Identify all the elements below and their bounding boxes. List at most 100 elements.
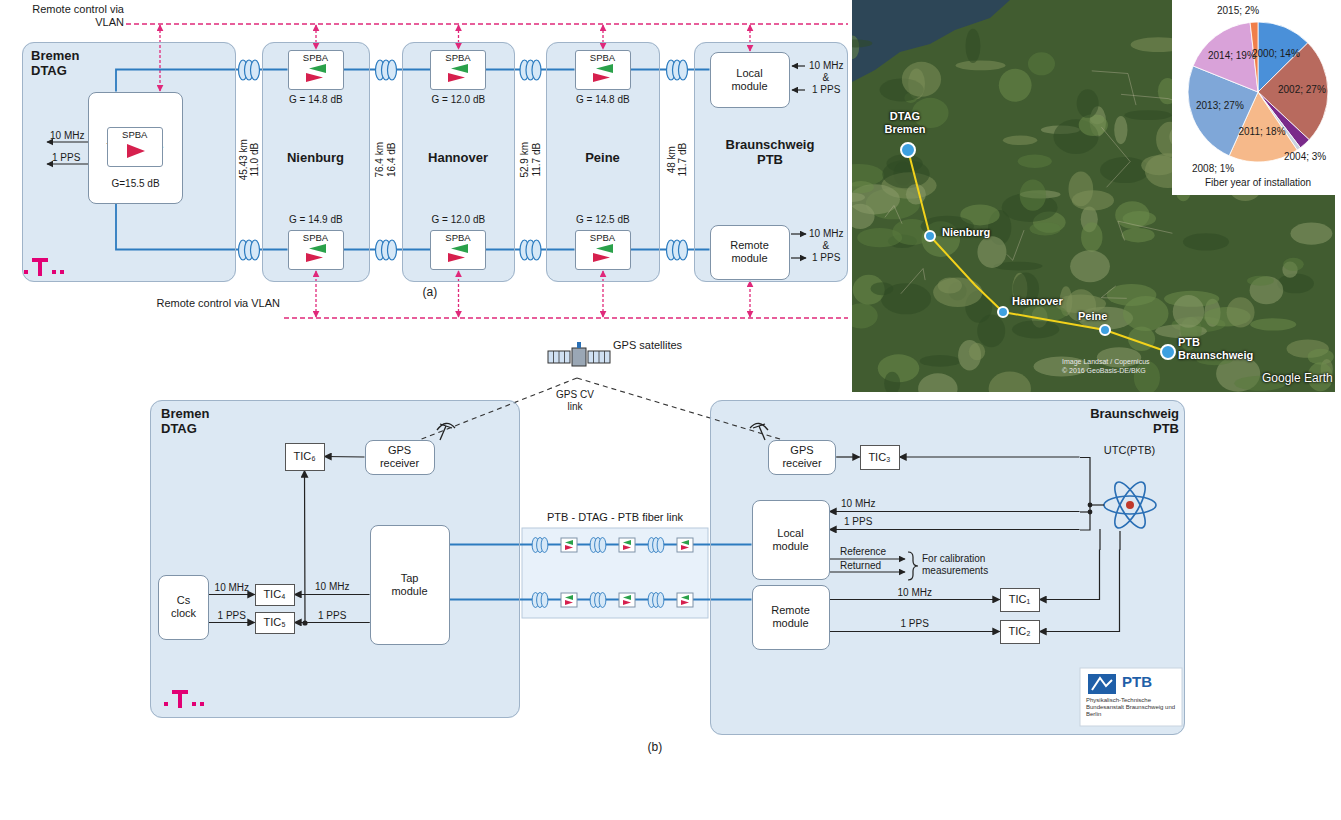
module-box: Remote module: [710, 225, 790, 280]
atom-symbol: [1109, 478, 1151, 532]
annotation: G = 14.8 dB: [289, 94, 343, 106]
satellite-node: GPS satellites: [545, 333, 705, 378]
box-label: GPS receiver: [773, 444, 831, 469]
amplifier-box: SPBA: [430, 50, 486, 90]
junction-dot: [1088, 503, 1093, 508]
signal-label: 1 PPS: [218, 610, 246, 622]
amplifier-box: SPBA: [575, 230, 631, 270]
map-label: DTAG Bremen: [880, 110, 930, 135]
vlan-line: [159, 25, 160, 91]
map-texture: [920, 355, 961, 367]
amplifier-symbol: [561, 593, 577, 607]
gps-satellite-icon: [548, 342, 610, 366]
fiber-spool: [376, 240, 397, 260]
signal-wire: [1080, 458, 1090, 531]
box-label: SPBA: [122, 130, 147, 141]
signal-wire: [830, 558, 905, 559]
amplifier-box: SPBA: [575, 50, 631, 90]
annotation: Returned: [840, 560, 881, 572]
box-heading: Braunschweig PTB: [1081, 407, 1179, 437]
map-texture: [1118, 221, 1173, 240]
chart-label: Fiber year of installation: [1205, 177, 1311, 189]
fiber-spool: [376, 60, 397, 80]
counter-box: TIC₅: [255, 612, 295, 634]
signal-wire: [1040, 550, 1100, 600]
amplifier-symbol: [296, 63, 336, 83]
map-texture: [1283, 258, 1304, 271]
fiber-spool: [599, 593, 606, 608]
fiber-spool: [657, 538, 664, 553]
annotation: &: [823, 72, 830, 84]
site-panel: Bremen DTAGTIC₆GPS receiverCs clockTIC₄T…: [150, 400, 520, 718]
satellite-map: [901, 143, 1175, 359]
amplifier-symbol: [593, 253, 610, 262]
telekom-logo: [192, 702, 196, 706]
map-texture: [1081, 222, 1102, 252]
vlan-line: [160, 25, 750, 317]
amplifier-box: SPBA: [288, 50, 344, 90]
box-label: Local module: [722, 67, 777, 92]
map-label: Nienburg: [942, 226, 990, 239]
counter-box: TIC₂: [1000, 620, 1040, 644]
amplifier-symbol: [619, 593, 635, 607]
fiber-spool: [667, 60, 688, 80]
map-texture: [1003, 136, 1037, 145]
satellite-map: [908, 150, 1168, 352]
amplifier-symbol: [561, 538, 577, 552]
fiber-spool: [251, 240, 260, 260]
signal-label: 10 MHz: [315, 581, 349, 593]
map-texture: [1123, 296, 1169, 331]
amplifier-symbol: [681, 600, 689, 605]
map-texture: [1122, 228, 1155, 243]
annotation: G = 12.5 dB: [576, 214, 630, 226]
map-texture: [938, 278, 962, 294]
amplifier-symbol: [438, 243, 478, 263]
annotation: (b): [648, 741, 663, 755]
fiber-link-panel: [522, 528, 708, 618]
map-texture: [1092, 71, 1136, 105]
box-heading: Bremen DTAG: [161, 407, 223, 437]
vlan-line: [749, 25, 750, 51]
signal-wire: [791, 257, 806, 258]
box-label: Tap module: [382, 572, 437, 597]
amplifier-symbol: [619, 538, 635, 552]
annotation: 10 MHz: [50, 130, 84, 142]
junction-dot: [1088, 510, 1093, 515]
receiver-box: GPS receiver: [365, 440, 435, 475]
signal-label: 10 MHz: [841, 498, 875, 510]
amplifier-symbol: [448, 253, 465, 262]
vlan-line: [458, 25, 459, 49]
chart-label: 2015; 2%: [1217, 5, 1259, 17]
map-texture: [1028, 52, 1055, 75]
fiber-spool: [541, 593, 548, 608]
counter-box: TIC₆: [285, 443, 325, 471]
map-texture: [1072, 190, 1114, 210]
map-texture: [1100, 157, 1150, 183]
annotation: G = 14.9 dB: [289, 214, 343, 226]
signal-wire: [47, 66, 905, 572]
map-texture: [1124, 110, 1171, 120]
signal-label: 10 MHz: [215, 582, 249, 594]
map-texture: [901, 269, 925, 294]
fiber-spool: [239, 240, 260, 260]
signal-wire: [295, 594, 370, 595]
telekom-logo: [200, 702, 204, 706]
fiber-spool: [251, 60, 260, 80]
map-texture: [906, 184, 926, 204]
map-texture: [1247, 276, 1274, 286]
map-texture: [1290, 222, 1332, 244]
signal-wire: [1080, 458, 1120, 551]
map-texture: [969, 343, 985, 360]
annotation: G = 12.0 dB: [432, 94, 486, 106]
signal-wire: [792, 89, 805, 90]
fiber-spool: [648, 593, 664, 608]
box-label: TIC₂: [1009, 625, 1031, 638]
amplifier-symbol: [115, 141, 155, 161]
annotation: 52.9 km: [519, 142, 531, 178]
annotation: G=15.5 dB: [112, 178, 160, 190]
tap-module-box: Tap module: [370, 525, 450, 645]
vlan-line: [749, 281, 750, 317]
map-texture: [1077, 89, 1099, 118]
annotation: 11.0 dB: [249, 143, 261, 177]
annotation: Reference: [840, 546, 886, 558]
